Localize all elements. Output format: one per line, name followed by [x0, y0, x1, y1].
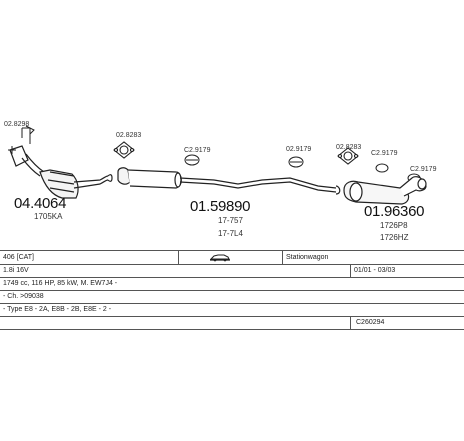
middle-silencer-code: 17-757	[218, 216, 243, 225]
column-divider	[350, 316, 351, 329]
middle-silencer-number: 01.59890	[190, 198, 251, 215]
exhaust-system-diagram	[8, 125, 427, 205]
vehicle-info-table: 406 [CAT] Stationwagon 1.8i 16V 01/01 - …	[0, 250, 464, 330]
model-cell: 406 [CAT]	[3, 254, 34, 261]
clamp-label: 02.8283	[336, 144, 362, 151]
chassis-cell: - Ch. >09038	[3, 293, 44, 300]
clamp-drawing	[184, 154, 200, 166]
period-cell: 01/01 - 03/03	[354, 267, 396, 274]
rear-silencer-number: 01.96360	[364, 203, 425, 220]
table-row: 406 [CAT] Stationwagon	[0, 251, 464, 265]
column-divider	[350, 264, 351, 277]
engine-cell: 1.8i 16V	[3, 267, 29, 274]
catalytic-converter-code: 1705KA	[34, 212, 63, 221]
flange-gasket-drawing	[113, 141, 135, 159]
column-divider	[178, 251, 179, 264]
clamp-label: C2.9179	[410, 166, 437, 173]
clamp-drawing	[8, 125, 35, 154]
clamp-label: C2.9179	[184, 147, 211, 154]
catalytic-converter-number: 04.4064	[14, 195, 67, 212]
car-body-icon	[209, 253, 230, 264]
rear-silencer-code: 1726HZ	[380, 233, 409, 242]
clamp-label: 02.8283	[116, 132, 142, 139]
middle-silencer-drawing	[117, 167, 341, 195]
table-row: - Ch. >09038	[0, 290, 464, 304]
body-type-cell: Stationwagon	[286, 254, 329, 261]
flange-gasket-drawing	[337, 147, 359, 165]
table-row: - Type E8 - 2A, E8B - 2B, E8E - 2 -	[0, 303, 464, 317]
catalytic-converter-drawing	[9, 145, 113, 199]
reference-cell: C260294	[356, 319, 385, 326]
specs-cell: 1749 cc, 116 HP, 85 kW, M. EW7J4 -	[3, 280, 118, 287]
table-row: C260294	[0, 316, 464, 330]
table-row: 1.8i 16V 01/01 - 03/03	[0, 264, 464, 278]
middle-silencer-code: 17-7L4	[218, 229, 243, 238]
clamp-label: 02.8298	[4, 121, 30, 128]
table-row: 1749 cc, 116 HP, 85 kW, M. EW7J4 -	[0, 277, 464, 291]
rear-silencer-drawing	[343, 176, 427, 205]
clamp-label: C2.9179	[371, 150, 398, 157]
clamp-label: 02.9179	[286, 146, 312, 153]
type-cell: - Type E8 - 2A, E8B - 2B, E8E - 2 -	[3, 306, 112, 313]
clamp-drawing	[288, 156, 304, 168]
column-divider	[282, 251, 283, 264]
rear-silencer-code: 1726P8	[380, 221, 408, 230]
